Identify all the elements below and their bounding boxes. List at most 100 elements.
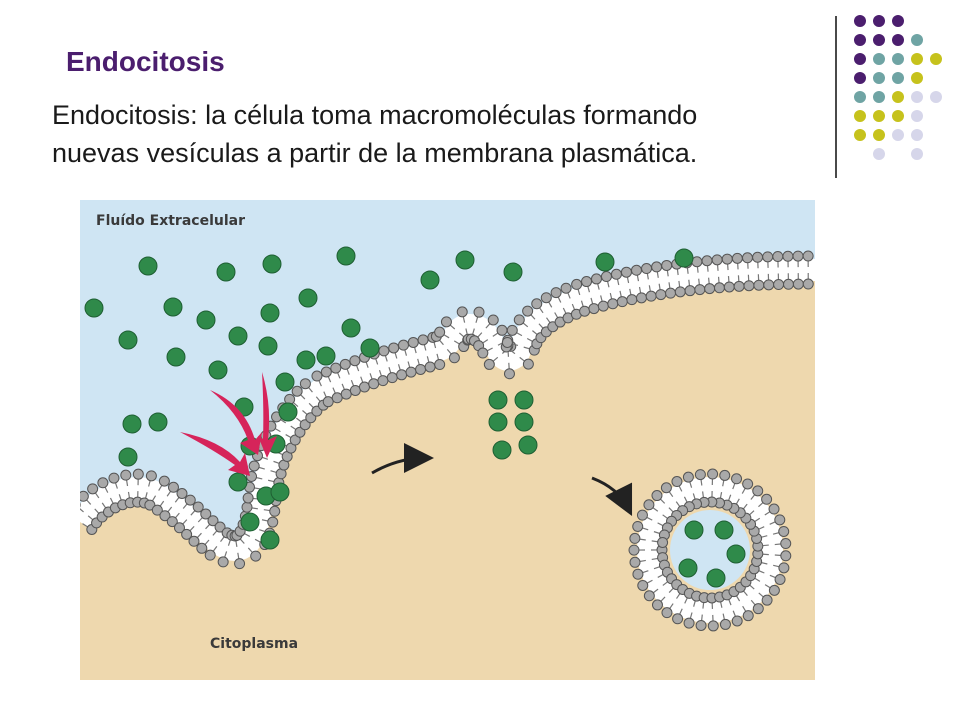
lipid-head (322, 396, 334, 408)
dot (892, 72, 904, 84)
dot (892, 91, 904, 103)
lipid-head (645, 290, 657, 302)
lipid-head (743, 280, 755, 292)
lipid-head (643, 590, 655, 602)
molecule (118, 447, 138, 467)
lipid-head (331, 392, 343, 404)
lipid-head (522, 305, 534, 317)
lipid-head (721, 253, 733, 265)
lipid-head (80, 490, 89, 502)
molecule (138, 256, 158, 276)
process-arrow (591, 476, 633, 517)
molecule (488, 390, 508, 410)
lipid-head (132, 468, 144, 480)
lipid-head (802, 278, 814, 290)
lipid-head (683, 617, 695, 629)
decorative-dot-grid (854, 15, 942, 160)
lipid-head (340, 388, 352, 400)
lipid-head (339, 358, 351, 370)
lipid-head (802, 250, 814, 262)
lipid-head (762, 251, 774, 263)
dot (854, 72, 866, 84)
slide-body-text: Endocitosis: la célula toma macromolécul… (52, 96, 832, 172)
dot (873, 91, 885, 103)
lipid-head (761, 594, 773, 606)
dot (911, 110, 923, 122)
lipid-head (349, 384, 361, 396)
body-line-2: nuevas vesículas a partir de la membrana… (52, 138, 698, 168)
lipid-head (424, 361, 436, 373)
lipid-head (207, 515, 219, 527)
molecule (258, 336, 278, 356)
lipid-head (234, 558, 246, 570)
molecule (714, 520, 734, 540)
lipid-head (196, 542, 208, 554)
lipid-tails (80, 259, 815, 561)
lipid-head (440, 316, 452, 328)
lipid-head (768, 503, 780, 515)
lipid-head (782, 250, 794, 262)
molecule (148, 412, 168, 432)
lipid-head (506, 324, 518, 336)
lipid-head (496, 324, 508, 336)
pink-arrow (210, 390, 262, 455)
molecule (260, 303, 280, 323)
pink-arrow (258, 372, 277, 458)
molecule (316, 346, 336, 366)
lipid-head (241, 501, 253, 513)
molecule (122, 414, 142, 434)
lipid-head (396, 369, 408, 381)
dot (854, 53, 866, 65)
lipid-head (173, 522, 185, 534)
lipid-head (417, 334, 429, 346)
molecule (196, 310, 216, 330)
lipid-head (434, 326, 446, 338)
lipid-head (629, 556, 641, 568)
lipid-head (780, 550, 792, 562)
lipid-head (291, 385, 303, 397)
lipid-head (632, 520, 644, 532)
label-cytoplasm: Citoplasma (210, 636, 298, 652)
lipid-head (695, 619, 707, 631)
dot (854, 34, 866, 46)
lipid-head (665, 287, 677, 299)
lipid-head (358, 381, 370, 393)
label-extracellular-fluid: Fluído Extracelular (96, 213, 245, 229)
molecule (726, 544, 746, 564)
lipid-head (540, 292, 552, 304)
dot (873, 53, 885, 65)
lipid-head (607, 298, 619, 310)
body-line-1: Endocitosis: la célula toma macromolécul… (52, 100, 698, 130)
molecule (706, 568, 726, 588)
dot (911, 72, 923, 84)
lipid-head (581, 276, 593, 288)
lipid-head (772, 251, 784, 263)
dot (873, 110, 885, 122)
lipid-head (214, 521, 226, 533)
lipid-head (657, 536, 669, 548)
lipid-head (660, 482, 672, 494)
molecule (503, 262, 523, 282)
lipid-head (397, 339, 409, 351)
lipid-head (415, 363, 427, 375)
lipid-head (158, 475, 170, 487)
molecule (341, 318, 361, 338)
lipid-head (483, 358, 495, 370)
lipid-head (176, 488, 188, 500)
lipid-head (311, 370, 323, 382)
molecule (84, 298, 104, 318)
dot (854, 91, 866, 103)
lipid-head (610, 268, 622, 280)
lipid-head (166, 516, 178, 528)
molecule (684, 520, 704, 540)
dot (892, 110, 904, 122)
slide-title: Endocitosis (66, 46, 225, 77)
pink-arrows (180, 372, 277, 476)
lipid-head (522, 358, 534, 370)
molecule (208, 360, 228, 380)
dot (873, 129, 885, 141)
molecule (514, 412, 534, 432)
molecule (166, 347, 186, 367)
lipid-head (145, 470, 157, 482)
lipid-head (672, 613, 684, 625)
